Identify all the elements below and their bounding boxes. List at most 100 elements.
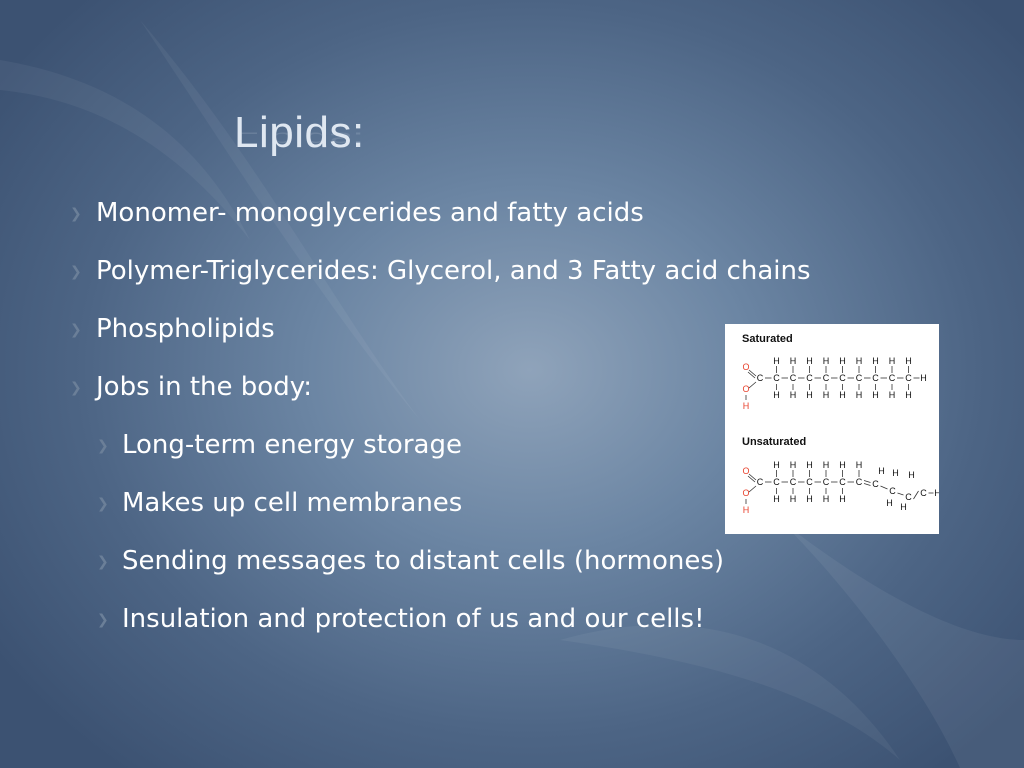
carbon-atom: C — [889, 373, 896, 383]
bullet-text: Jobs in the body: — [96, 372, 312, 402]
slide-title-reflection: Lipids: — [234, 127, 365, 150]
hydrogen-atom: H — [900, 502, 907, 512]
bullet-text: Polymer-Triglycerides: Glycerol, and 3 F… — [96, 256, 811, 286]
carbon-atom: C — [757, 373, 764, 383]
bullet-text: Monomer- monoglycerides and fatty acids — [96, 198, 644, 228]
carbon-atom: C — [773, 477, 780, 487]
hydrogen-atom: H — [889, 390, 896, 400]
hydrogen-atom: H — [806, 390, 813, 400]
bond — [748, 485, 757, 493]
unsaturated-label: Unsaturated — [742, 436, 806, 448]
bullet-text: Insulation and protection of us and our … — [122, 604, 705, 634]
carbon-atom: C — [920, 488, 927, 498]
hydrogen-atom: H — [790, 356, 797, 366]
carbon-atom: C — [839, 477, 846, 487]
carbon-atom: C — [856, 373, 863, 383]
hydrogen-atom: H — [806, 460, 813, 470]
hydrogen-atom: H — [743, 401, 750, 411]
hydrogen-atom: H — [889, 356, 896, 366]
chevron-right-icon: ❯ — [70, 380, 82, 396]
bond — [748, 381, 757, 389]
saturated-label: Saturated — [742, 333, 793, 345]
bond — [747, 475, 756, 483]
hydrogen-atom: H — [905, 356, 912, 366]
chevron-right-icon: ❯ — [97, 554, 109, 570]
carbon-atom: C — [757, 477, 764, 487]
carbon-atom: C — [806, 477, 813, 487]
bond — [880, 485, 888, 490]
carbon-atom: C — [823, 373, 830, 383]
carbon-atom: C — [872, 373, 879, 383]
oxygen-atom: O — [742, 488, 749, 498]
carbon-atom: C — [856, 477, 863, 487]
hydrogen-atom: H — [773, 460, 780, 470]
carbon-atom: C — [872, 479, 879, 489]
bullet-item: ❯ Phospholipids — [70, 314, 275, 344]
bond — [913, 490, 919, 500]
hydrogen-atom: H — [743, 505, 750, 515]
chevron-right-icon: ❯ — [70, 322, 82, 338]
hydrogen-atom: H — [839, 460, 846, 470]
hydrogen-atom: H — [839, 356, 846, 366]
hydrogen-atom: H — [934, 488, 939, 498]
carbon-atom: C — [905, 373, 912, 383]
hydrogen-atom: H — [839, 390, 846, 400]
hydrogen-atom: H — [856, 356, 863, 366]
hydrogen-atom: H — [872, 356, 879, 366]
bullet-text: Makes up cell membranes — [122, 488, 463, 518]
oxygen-atom: O — [742, 466, 749, 476]
bond — [748, 473, 757, 481]
bond — [897, 492, 904, 496]
hydrogen-atom: H — [878, 466, 885, 476]
bullet-item: ❯ Polymer-Triglycerides: Glycerol, and 3 … — [70, 256, 811, 286]
hydrogen-atom: H — [823, 460, 830, 470]
hydrogen-atom: H — [839, 494, 846, 504]
chevron-right-icon: ❯ — [70, 206, 82, 222]
sub-bullet-item: ❯ Long-term energy storage — [97, 430, 462, 460]
hydrogen-atom: H — [806, 494, 813, 504]
carbon-atom: C — [773, 373, 780, 383]
carbon-atom: C — [790, 373, 797, 383]
chevron-right-icon: ❯ — [97, 438, 109, 454]
hydrogen-atom: H — [773, 494, 780, 504]
bond — [747, 371, 756, 379]
hydrogen-atom: H — [790, 494, 797, 504]
sub-bullet-item: ❯ Makes up cell membranes — [97, 488, 463, 518]
hydrogen-atom: H — [790, 390, 797, 400]
sub-bullet-item: ❯ Sending messages to distant cells (horm… — [97, 546, 725, 576]
chevron-right-icon: ❯ — [70, 264, 82, 280]
hydrogen-atom: H — [823, 494, 830, 504]
hydrogen-atom: H — [823, 356, 830, 366]
hydrogen-atom: H — [773, 356, 780, 366]
hydrogen-atom: H — [872, 390, 879, 400]
bond — [863, 480, 871, 483]
carbon-atom: C — [823, 477, 830, 487]
hydrogen-atom: H — [773, 390, 780, 400]
hydrogen-atom: H — [892, 468, 899, 478]
carbon-atom: C — [806, 373, 813, 383]
bullet-text: Phospholipids — [96, 314, 275, 344]
hydrogen-atom: H — [806, 356, 813, 366]
chevron-right-icon: ❯ — [97, 496, 109, 512]
fatty-acid-structures: Saturated Unsaturated COOHCHHCHHCHHCHHCH… — [742, 333, 941, 515]
oxygen-atom: O — [742, 362, 749, 372]
carbon-atom: C — [905, 492, 912, 502]
bullet-text: Sending messages to distant cells (hormo… — [122, 546, 725, 576]
sub-bullet-item: ❯ Insulation and protection of us and our… — [97, 604, 705, 634]
hydrogen-atom: H — [886, 498, 893, 508]
hydrogen-atom: H — [856, 460, 863, 470]
hydrogen-atom: H — [856, 390, 863, 400]
hydrogen-atom: H — [920, 373, 927, 383]
bullet-item: ❯ Jobs in the body: — [70, 372, 312, 402]
hydrogen-atom: H — [908, 470, 915, 480]
chevron-right-icon: ❯ — [97, 612, 109, 628]
bullet-text: Long-term energy storage — [122, 430, 462, 460]
oxygen-atom: O — [742, 384, 749, 394]
bullet-item: ❯ Monomer- monoglycerides and fatty acids — [70, 198, 644, 228]
slide-title: Lipids: — [234, 108, 365, 157]
